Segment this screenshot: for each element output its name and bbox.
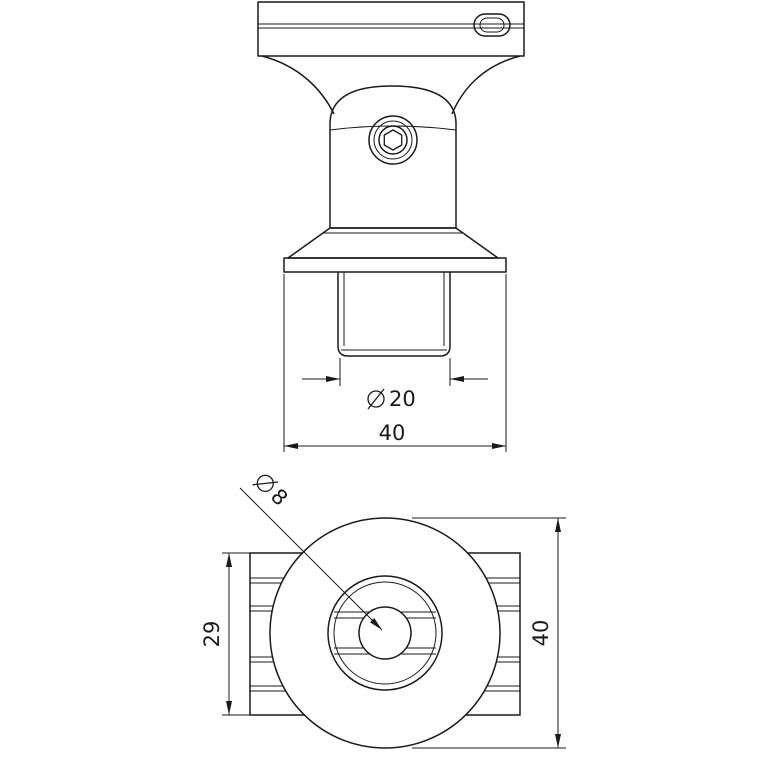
base-plate <box>283 257 507 273</box>
hole-diameter-label: 8 <box>252 474 292 511</box>
hole-diameter-leader <box>239 487 383 631</box>
shaft <box>337 272 451 357</box>
disc-diameter-label: 40 <box>529 620 553 647</box>
base-width-label: 40 <box>379 421 406 445</box>
front-view <box>257 1 525 357</box>
svg-text:20: 20 <box>389 387 416 411</box>
front-dimensions <box>283 274 507 452</box>
top-view <box>249 517 521 749</box>
flared-neck <box>261 55 335 115</box>
hinge-body <box>329 85 457 229</box>
mounting-plate <box>257 1 525 57</box>
svg-text:8: 8 <box>266 484 292 510</box>
top-dimensions <box>222 487 566 749</box>
shaft-diameter-label: 20 <box>367 387 416 411</box>
body-height-label: 29 <box>200 621 224 648</box>
socket-screw-icon <box>368 115 418 165</box>
